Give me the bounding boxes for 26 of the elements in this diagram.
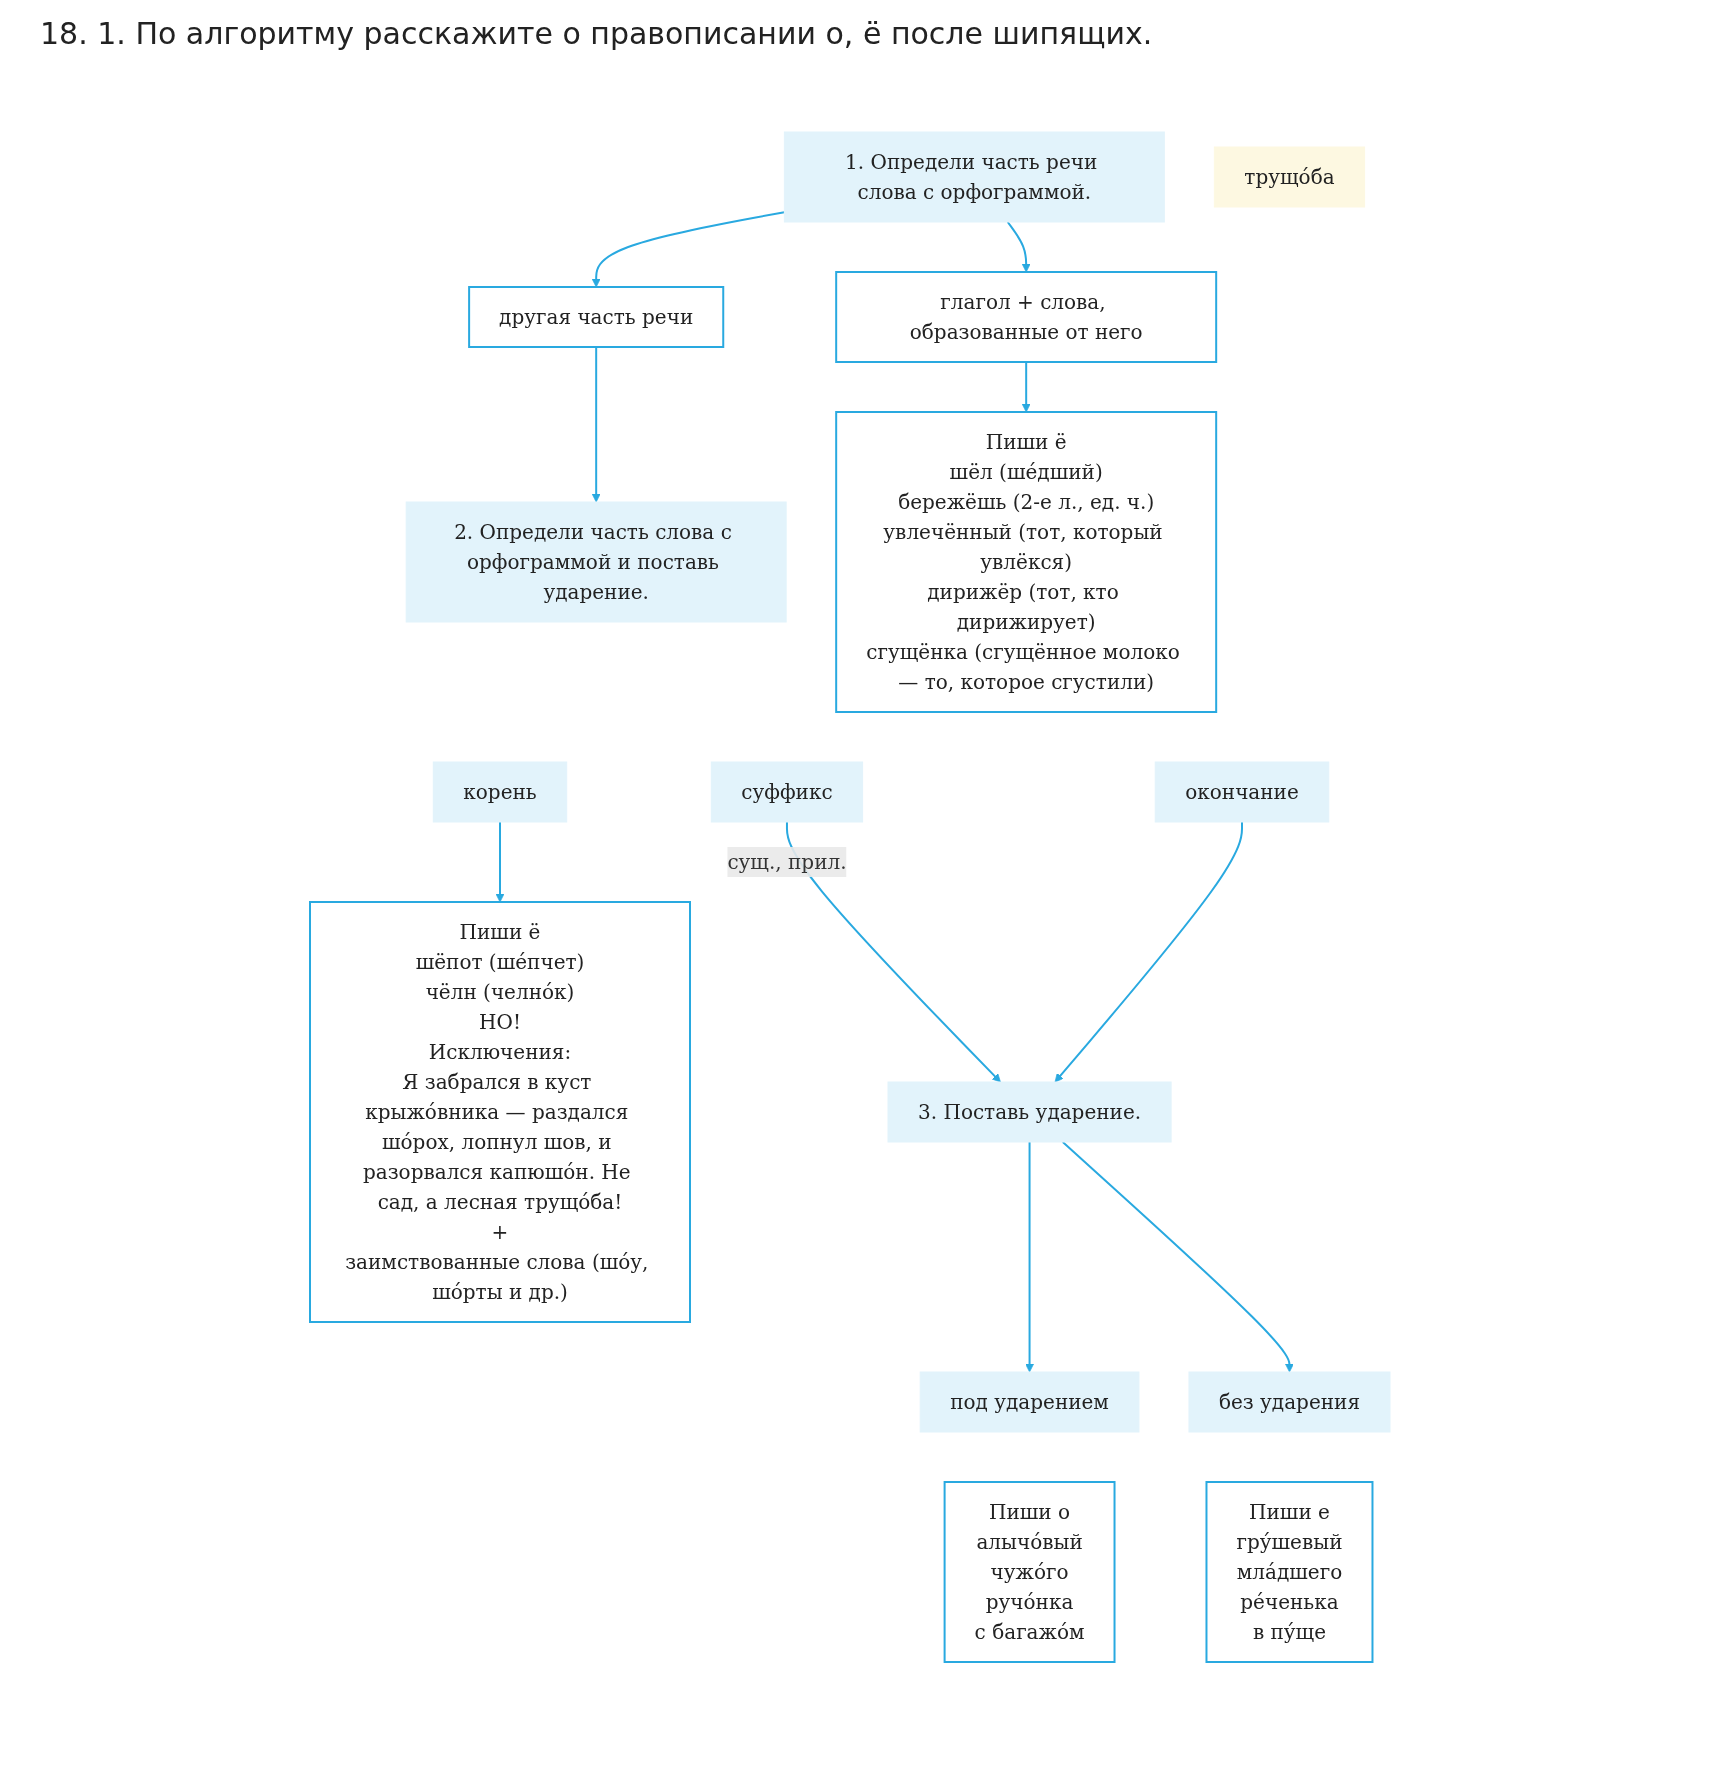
arrow (1021, 361, 1031, 413)
node-box: Пиши о алычо́вый чужо́го ручо́нка с багажо́м (943, 1481, 1116, 1663)
node-box: трущо́ба (1213, 146, 1366, 208)
arrow (785, 821, 1001, 1083)
arrow (1061, 1141, 1294, 1373)
node-box: суффикс (710, 761, 864, 823)
node-box: окончание (1154, 761, 1330, 823)
node-box: 1. Определи часть речи слова с орфограммой. (783, 131, 1165, 223)
arrow (591, 211, 786, 288)
arrow (1006, 221, 1031, 273)
node-box: 2. Определи часть слова с орфограммой и поставь ударение. (405, 501, 787, 623)
node-box: Пиши ё шёл (ше́дший) бережёшь (2-е л., ед. ч.) увлечённый (тот, который увлёкся) дирижёр (тот, кто дирижирует) сгущёнка (сгущённое молоко — то, которое сгустили) (835, 411, 1218, 713)
node-box: глагол + слова, образованные от него (835, 271, 1218, 363)
node-box: под ударением (919, 1371, 1140, 1433)
arrow (591, 346, 601, 503)
node-box: без ударения (1188, 1371, 1391, 1433)
node-box: 3. Поставь ударение. (887, 1081, 1172, 1143)
title: 18. 1. По алгоритму расскажите о правописании о, ё после шипящих. (39, 15, 1154, 53)
node-box: другая часть речи (468, 286, 725, 348)
node-box: Пиши ё шёпот (ше́пчет) чёлн (челно́к) НО! Исключения: Я забрался в куст крыжо́вника — раздался шо́рох, лопнул шов, и разорвался капюшо́н. Не сад, а лесная трущо́ба! + заимствованные слова (шо́у, шо́рты и др.) (309, 901, 691, 1323)
arrow (1025, 1141, 1034, 1373)
arrow (1054, 821, 1243, 1083)
edge-label: сущ., прил. (727, 850, 847, 874)
arrow (495, 821, 505, 903)
node-box: Пиши е гру́шевый мла́дшего ре́ченька в пу́ще (1205, 1481, 1374, 1663)
node-box: корень (432, 761, 568, 823)
